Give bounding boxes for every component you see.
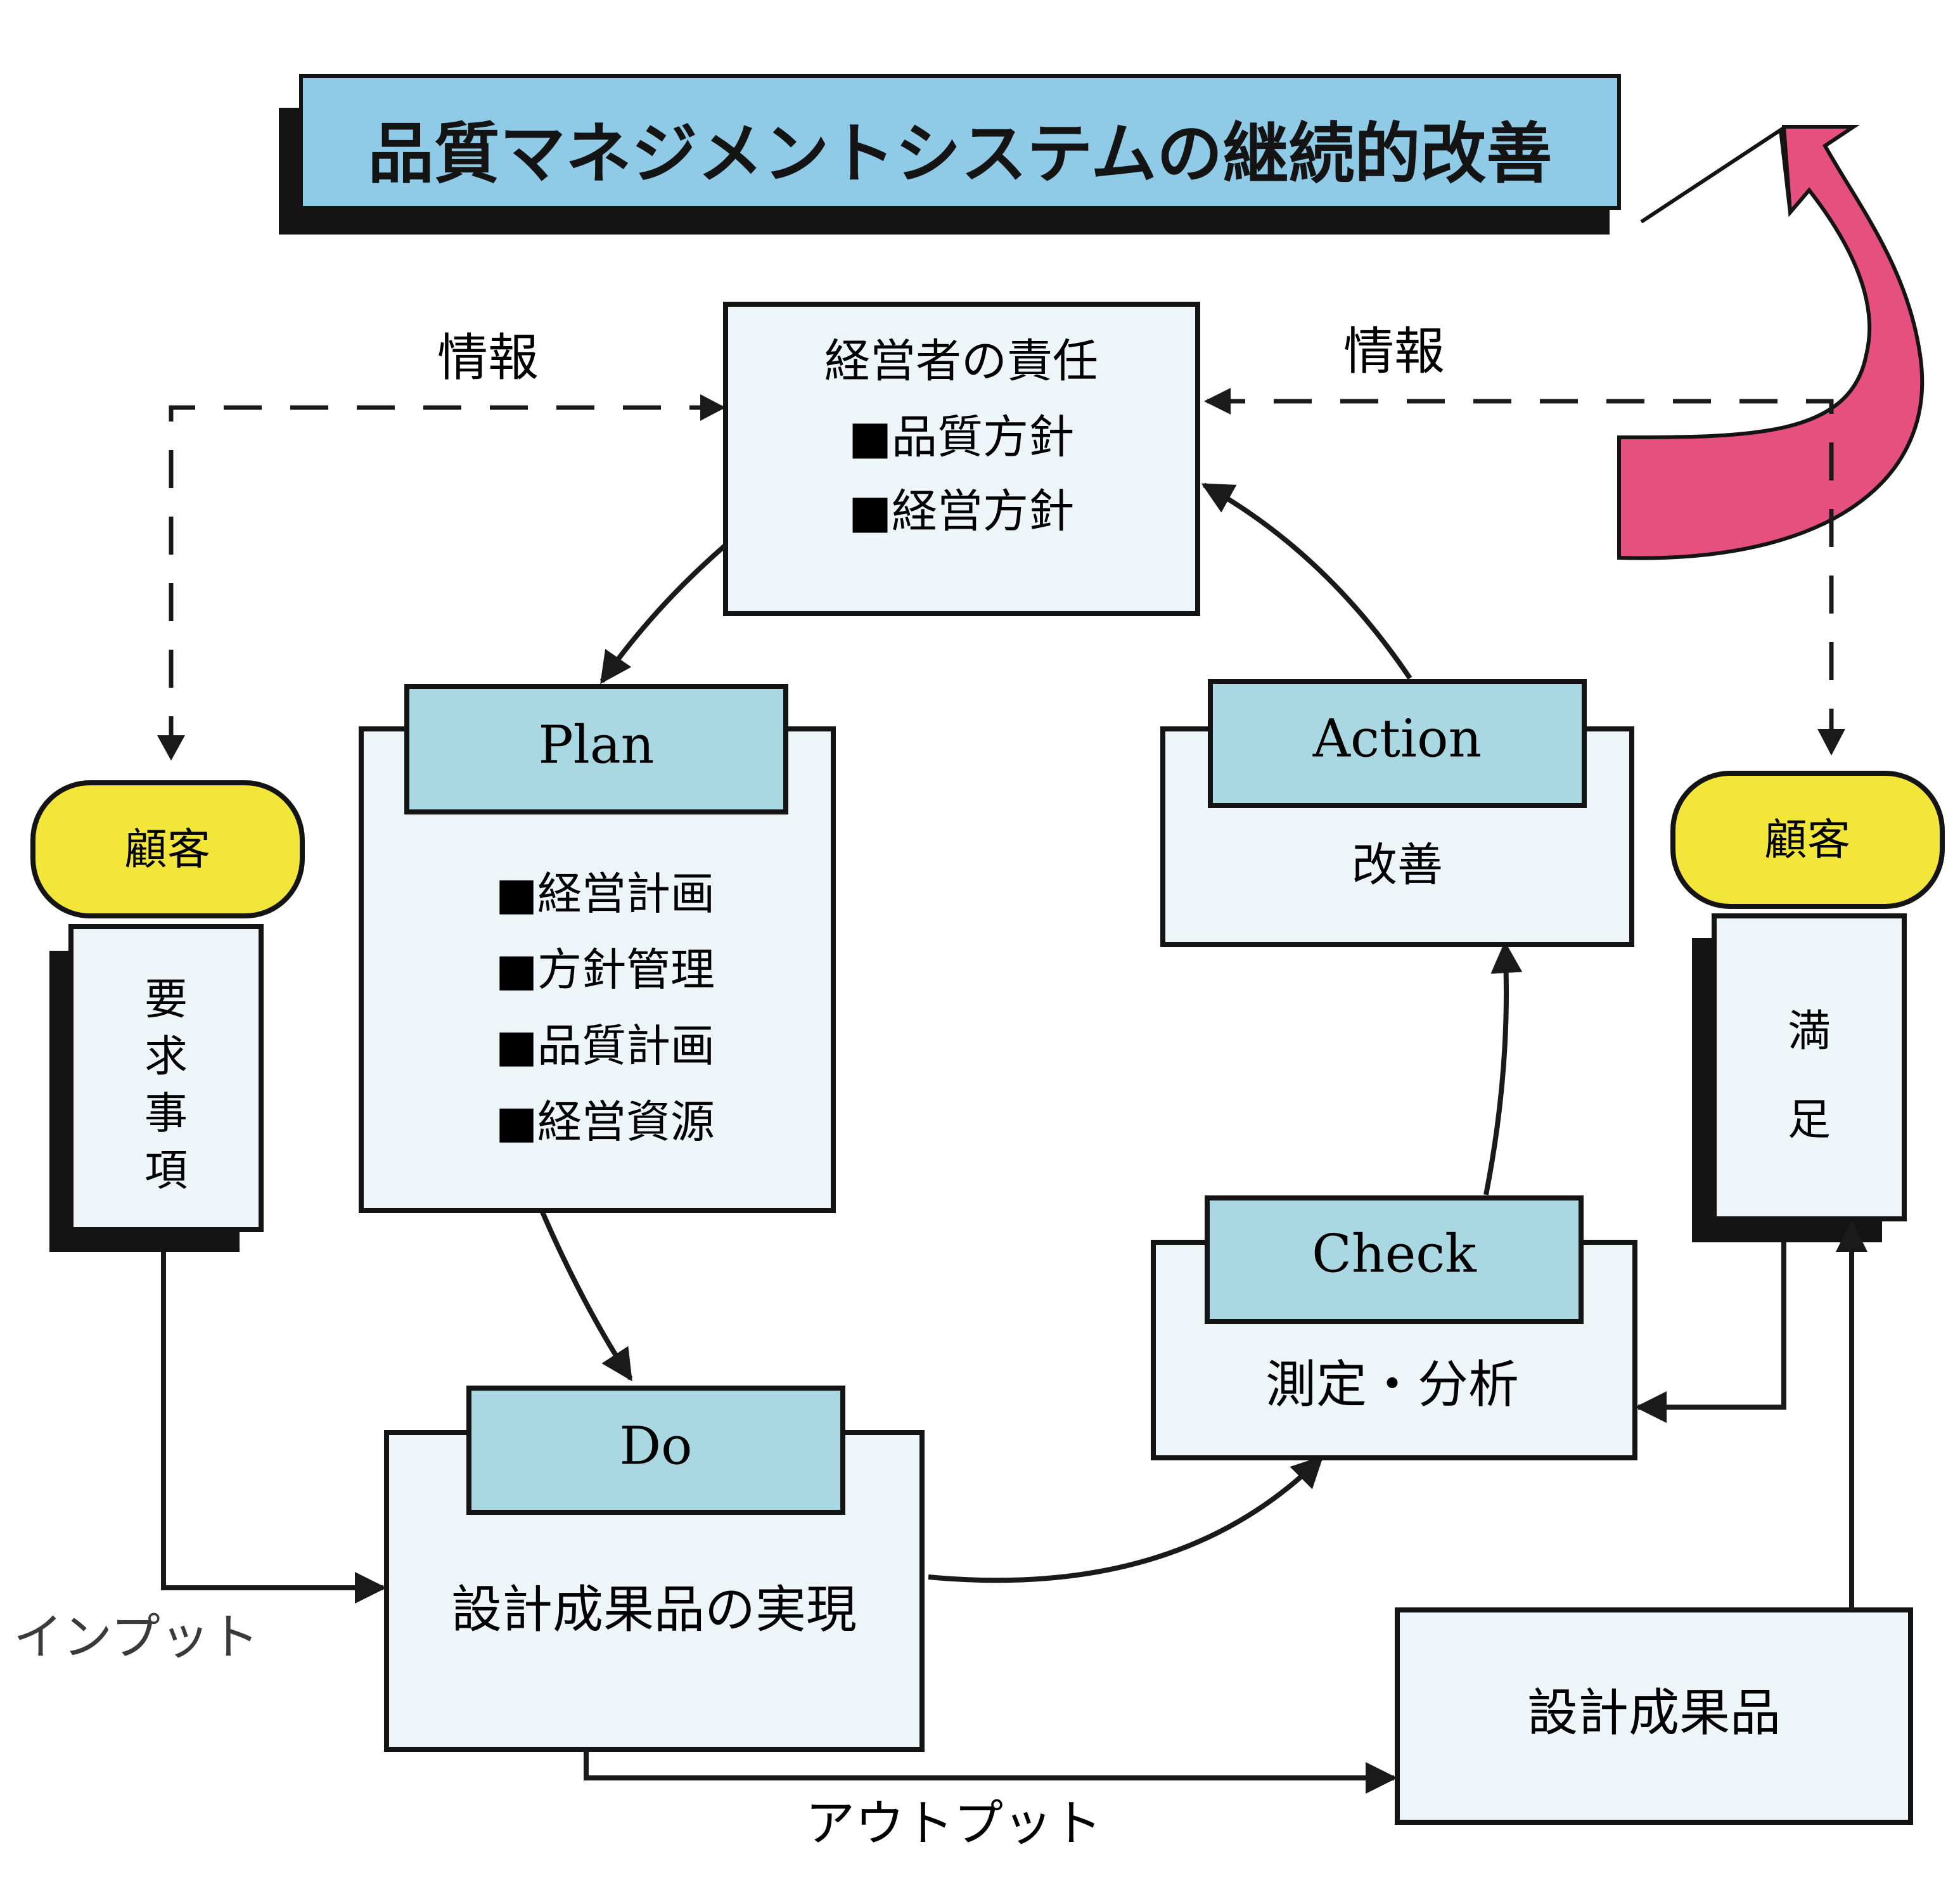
info-label-right: 情報 bbox=[1343, 322, 1445, 381]
action-box: Action 改善 bbox=[1160, 679, 1634, 947]
title-banner: 品質マネジメントシステムの継続的改善 bbox=[279, 74, 1621, 235]
management-item-business-policy: ■経営方針 bbox=[849, 485, 1074, 538]
plan-box: Plan ■経営計画 ■方針管理 ■品質計画 ■経営資源 bbox=[359, 684, 836, 1213]
output-label: アウトプット bbox=[805, 1795, 1102, 1852]
diagram-title: 品質マネジメントシステムの継続的改善 bbox=[368, 115, 1553, 192]
management-item-quality-policy: ■品質方針 bbox=[849, 411, 1074, 464]
plan-item-policy-management: ■方針管理 bbox=[496, 944, 715, 996]
deliverable-box: 設計成果品 bbox=[1395, 1607, 1913, 1825]
input-flow bbox=[161, 1252, 387, 1604]
plan-label: Plan bbox=[538, 716, 654, 776]
do-box: Do 設計成果品の実現 bbox=[384, 1386, 925, 1752]
action-body: 改善 bbox=[1352, 839, 1443, 892]
action-label: Action bbox=[1312, 709, 1482, 769]
check-box: Check 測定・分析 bbox=[1151, 1195, 1637, 1460]
info-flow-left bbox=[157, 394, 726, 761]
info-label-left: 情報 bbox=[437, 328, 539, 387]
satisfaction-text: 満 足 bbox=[1788, 1007, 1831, 1145]
customer-right-label: 顧客 bbox=[1764, 816, 1850, 866]
do-body: 設計成果品の実現 bbox=[451, 1580, 857, 1639]
deliverable-label: 設計成果品 bbox=[1527, 1683, 1781, 1742]
management-heading: 経営者の責任 bbox=[824, 335, 1098, 388]
continuous-improvement-arrow-icon bbox=[1617, 125, 1925, 560]
requirement-text: 要 求 事 項 bbox=[144, 975, 188, 1196]
input-label: インプット bbox=[13, 1609, 259, 1666]
svg-text:満: 満 bbox=[1788, 1007, 1831, 1057]
management-responsibility-box: 経営者の責任 ■品質方針 ■経営方針 bbox=[723, 302, 1200, 616]
plan-item-business-plan: ■経営計画 bbox=[496, 868, 715, 920]
output-flow bbox=[584, 1749, 1397, 1794]
pdca-cycle-arrows bbox=[539, 482, 1523, 1583]
svg-text:事: 事 bbox=[144, 1089, 188, 1139]
svg-text:要: 要 bbox=[144, 975, 188, 1025]
svg-text:足: 足 bbox=[1788, 1095, 1831, 1145]
customer-left: 顧客 要 求 事 項 bbox=[30, 780, 305, 1252]
customer-left-label: 顧客 bbox=[124, 825, 210, 875]
plan-item-quality-plan: ■品質計画 bbox=[496, 1020, 715, 1072]
do-label: Do bbox=[619, 1417, 692, 1477]
svg-text:項: 項 bbox=[144, 1146, 188, 1196]
check-label: Check bbox=[1312, 1225, 1477, 1285]
customer-feedback-to-check-flow bbox=[1635, 1242, 1786, 1423]
check-body: 測定・分析 bbox=[1265, 1355, 1519, 1414]
plan-item-business-resources: ■経営資源 bbox=[496, 1096, 715, 1148]
svg-text:求: 求 bbox=[144, 1032, 188, 1082]
customer-right: 顧客 満 足 bbox=[1670, 771, 1945, 1242]
info-flow-right bbox=[1204, 388, 1845, 756]
